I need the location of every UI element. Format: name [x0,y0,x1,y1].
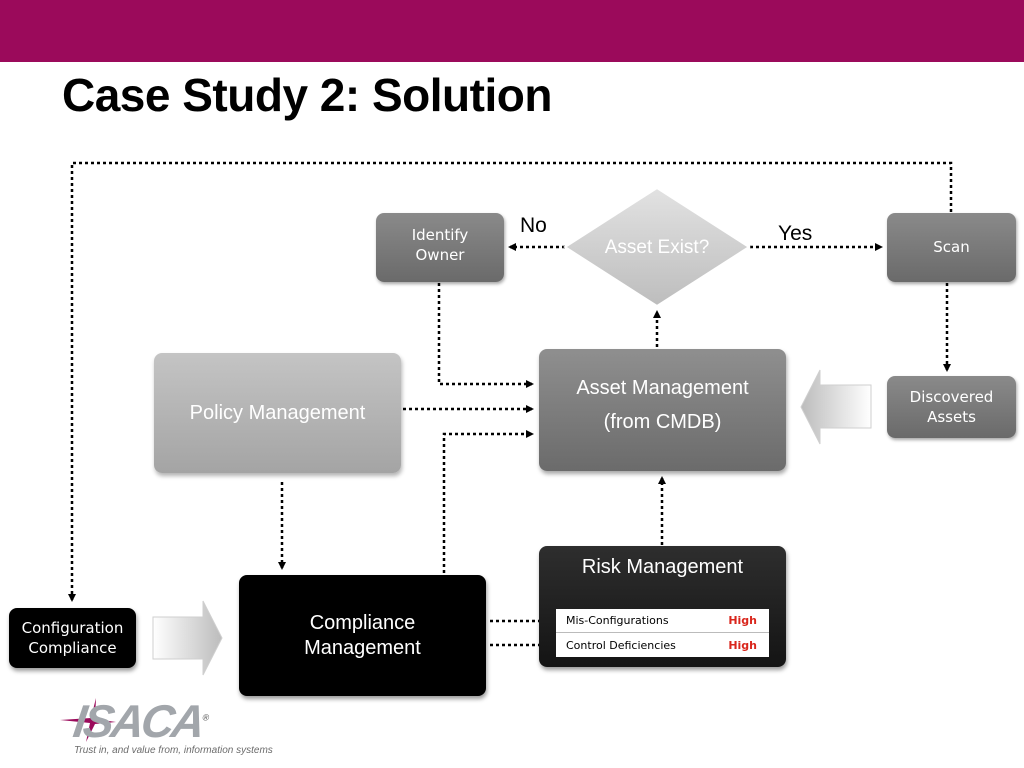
risk-level: High [728,638,757,652]
risk-row-control-deficiencies: Control Deficiencies High [556,633,769,657]
risk-name: Mis-Configurations [566,614,669,627]
asset-management-sublabel: (from CMDB) [603,411,722,433]
asset-management-label: Asset Management [576,377,749,399]
header-bar [0,0,1024,62]
scan-label: Scan [933,238,970,256]
config-to-compliance-block-arrow [152,600,223,676]
identify-owner-box: Identify Owner [376,213,504,282]
compliance-management-box: Compliance Management [239,575,486,696]
risk-name: Control Deficiencies [566,638,676,652]
policy-management-box: Policy Management [154,353,401,473]
yes-label: Yes [778,222,813,245]
isaca-logo-text: ISACA® [70,695,210,747]
isaca-tagline: Trust in, and value from, information sy… [74,745,273,756]
risk-management-label: Risk Management [581,556,744,578]
discovered-assets-label: Discovered Assets [909,388,994,426]
loop-connector [68,161,953,602]
asset-exist-diamond [563,186,751,308]
slide-title: Case Study 2: Solution [62,69,552,121]
identify-owner-label: Identify Owner [411,226,469,264]
compliance-to-asset-connector [442,430,534,573]
compliance-management-label: Compliance Management [304,611,421,659]
discovered-assets-box: Discovered Assets [887,376,1016,438]
policy-management-label: Policy Management [189,401,366,424]
isaca-star-icon [60,698,116,742]
risk-table: Mis-Configurations High Control Deficien… [556,609,769,657]
configuration-compliance-box: Configuration Compliance [9,608,136,668]
risk-row-misconfigurations: Mis-Configurations High [556,609,769,633]
owner-to-asset-connector [437,283,534,388]
discovered-to-asset-block-arrow [800,369,872,445]
no-label: No [520,214,547,237]
asset-management-box: Asset Management (from CMDB) [539,349,786,471]
configuration-compliance-label: Configuration Compliance [21,619,124,657]
asset-exist-label: Asset Exist? [604,237,710,258]
risk-level: High [728,614,757,627]
scan-box: Scan [887,213,1016,282]
